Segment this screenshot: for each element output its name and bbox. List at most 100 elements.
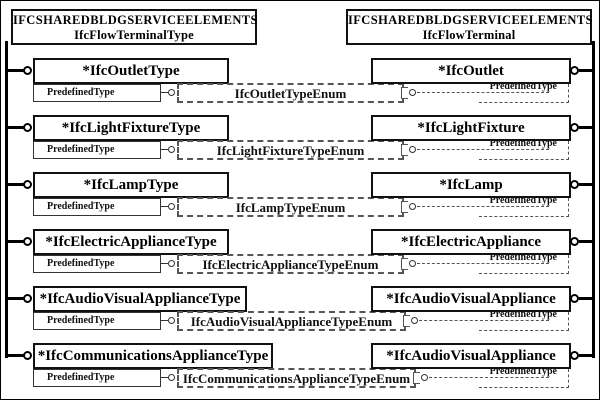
- left-attribute-label: PredefinedType: [33, 84, 161, 102]
- left-bus-line: [5, 41, 8, 358]
- left-attribute-circle-icon: [168, 260, 175, 267]
- left-attribute-label: PredefinedType: [33, 255, 161, 273]
- left-subtype-connector-line: [5, 354, 24, 357]
- schema-header-right: IFCSHAREDBLDGSERVICEELEMENTS IfcFlowTerm…: [346, 9, 592, 45]
- right-attribute-strip: [479, 84, 569, 103]
- enum-circle-icon: [409, 89, 416, 96]
- left-connector-circle-icon: [23, 180, 32, 189]
- left-attribute-line: [161, 263, 168, 264]
- right-attribute-label: PredefinedType: [489, 81, 557, 92]
- occurrence-entity-box: *IfcAudioVisualAppliance: [371, 343, 571, 369]
- right-attribute-strip: [479, 198, 569, 217]
- enum-type-box: IfcCommunicationsApplianceTypeEnum: [177, 368, 416, 388]
- type-entity-box: *IfcAudioVisualApplianceType: [33, 286, 247, 312]
- enum-circle-icon: [411, 317, 418, 324]
- right-connector-circle-icon: [570, 180, 579, 189]
- left-connector-circle-icon: [23, 294, 32, 303]
- right-connector-circle-icon: [570, 66, 579, 75]
- enum-type-box: IfcElectricApplianceTypeEnum: [177, 254, 404, 274]
- right-attribute-label: PredefinedType: [489, 138, 557, 149]
- right-connector-circle-icon: [570, 351, 579, 360]
- left-attribute-line: [161, 320, 168, 321]
- right-attribute-label: PredefinedType: [489, 366, 557, 377]
- diagram-row: *IfcLampType PredefinedType IfcLampTypeE…: [1, 172, 599, 229]
- diagram-row: *IfcAudioVisualApplianceType PredefinedT…: [1, 286, 599, 343]
- occurrence-entity-box: *IfcOutlet: [371, 58, 571, 84]
- right-subtype-connector-line: [579, 297, 593, 300]
- right-subtype-connector-line: [579, 183, 593, 186]
- enum-bracket-icon: [401, 144, 408, 156]
- left-attribute-label: PredefinedType: [33, 141, 161, 159]
- left-subtype-connector-line: [5, 183, 24, 186]
- schema-subname: IfcFlowTerminalType: [74, 28, 194, 42]
- left-attribute-label: PredefinedType: [33, 198, 161, 216]
- enum-type-box: IfcAudioVisualApplianceTypeEnum: [177, 311, 406, 331]
- enum-bracket-icon: [401, 87, 408, 99]
- left-attribute-circle-icon: [168, 317, 175, 324]
- enum-bracket-icon: [413, 372, 420, 384]
- left-subtype-connector-line: [5, 126, 24, 129]
- occurrence-entity-box: *IfcLightFixture: [371, 115, 571, 141]
- left-subtype-connector-line: [5, 69, 24, 72]
- enum-type-box: IfcOutletTypeEnum: [177, 83, 404, 103]
- right-connector-circle-icon: [570, 123, 579, 132]
- right-attribute-dashed-line: [417, 263, 549, 264]
- enum-circle-icon: [409, 146, 416, 153]
- schema-name: IFCSHAREDBLDGSERVICEELEMENTS: [348, 13, 593, 27]
- right-subtype-connector-line: [579, 354, 593, 357]
- right-attribute-strip: [479, 255, 569, 274]
- left-attribute-label: PredefinedType: [33, 369, 161, 387]
- right-attribute-dashed-line: [429, 377, 549, 378]
- left-subtype-connector-line: [5, 297, 24, 300]
- left-attribute-circle-icon: [168, 89, 175, 96]
- right-attribute-strip: [479, 369, 569, 388]
- left-attribute-line: [161, 92, 168, 93]
- occurrence-entity-box: *IfcLamp: [371, 172, 571, 198]
- left-connector-circle-icon: [23, 123, 32, 132]
- schema-header-left: IFCSHAREDBLDGSERVICEELEMENTS IfcFlowTerm…: [11, 9, 257, 45]
- diagram-row: *IfcCommunicationsApplianceType Predefin…: [1, 343, 599, 399]
- enum-type-box: IfcLampTypeEnum: [177, 197, 404, 217]
- enum-bracket-icon: [401, 258, 408, 270]
- right-subtype-connector-line: [579, 126, 593, 129]
- right-attribute-dashed-line: [417, 92, 549, 93]
- right-attribute-strip: [479, 141, 569, 160]
- right-attribute-dashed-line: [417, 149, 549, 150]
- diagram-row: *IfcLightFixtureType PredefinedType IfcL…: [1, 115, 599, 172]
- diagram-row: *IfcElectricApplianceType PredefinedType…: [1, 229, 599, 286]
- right-subtype-connector-line: [579, 240, 593, 243]
- enum-circle-icon: [409, 260, 416, 267]
- left-attribute-label: PredefinedType: [33, 312, 161, 330]
- right-subtype-connector-line: [579, 69, 593, 72]
- right-attribute-dashed-line: [417, 206, 549, 207]
- left-attribute-circle-icon: [168, 203, 175, 210]
- enum-bracket-icon: [403, 315, 410, 327]
- enum-bracket-icon: [401, 201, 408, 213]
- occurrence-entity-box: *IfcAudioVisualAppliance: [371, 286, 571, 312]
- type-entity-box: *IfcCommunicationsApplianceType: [33, 343, 273, 369]
- right-attribute-dashed-line: [419, 320, 549, 321]
- left-attribute-line: [161, 206, 168, 207]
- left-attribute-circle-icon: [168, 146, 175, 153]
- schema-name: IFCSHAREDBLDGSERVICEELEMENTS: [13, 13, 258, 27]
- type-entity-box: *IfcElectricApplianceType: [33, 229, 229, 255]
- right-attribute-label: PredefinedType: [489, 309, 557, 320]
- right-attribute-label: PredefinedType: [489, 252, 557, 263]
- left-attribute-line: [161, 377, 168, 378]
- left-connector-circle-icon: [23, 237, 32, 246]
- type-entity-box: *IfcLightFixtureType: [33, 115, 229, 141]
- right-bus-line: [592, 41, 595, 358]
- type-entity-box: *IfcOutletType: [33, 58, 229, 84]
- type-entity-box: *IfcLampType: [33, 172, 229, 198]
- diagram-row: *IfcOutletType PredefinedType IfcOutletT…: [1, 58, 599, 115]
- right-connector-circle-icon: [570, 237, 579, 246]
- left-connector-circle-icon: [23, 351, 32, 360]
- left-attribute-line: [161, 149, 168, 150]
- enum-circle-icon: [409, 203, 416, 210]
- occurrence-entity-box: *IfcElectricAppliance: [371, 229, 571, 255]
- schema-subname: IfcFlowTerminal: [422, 28, 516, 42]
- enum-type-box: IfcLightFixtureTypeEnum: [177, 140, 404, 160]
- right-attribute-label: PredefinedType: [489, 195, 557, 206]
- enum-circle-icon: [421, 374, 428, 381]
